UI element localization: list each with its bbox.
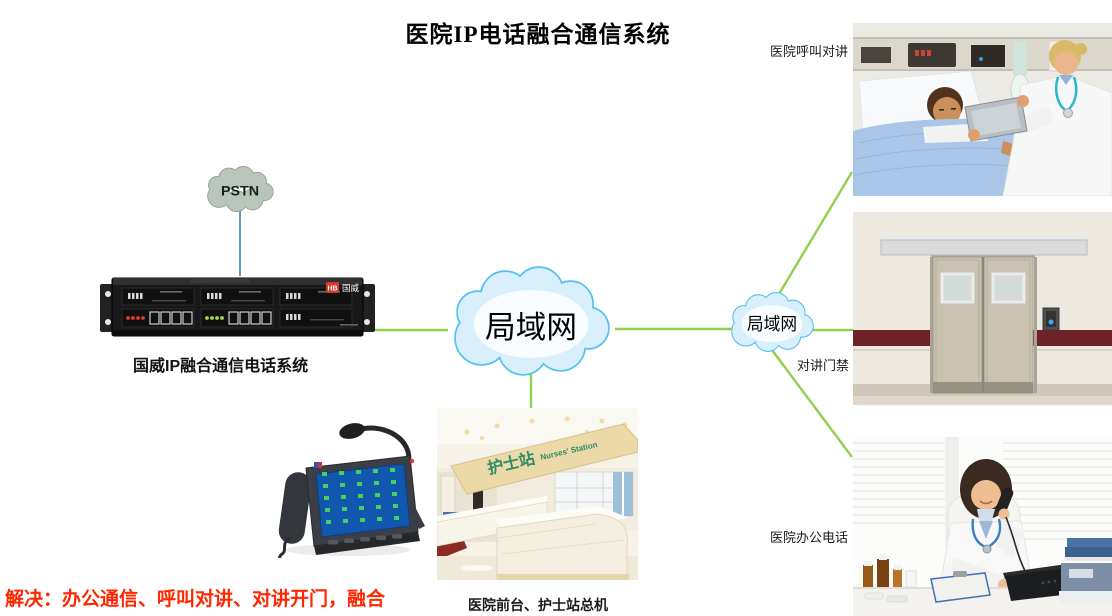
label-ward-intercom: 医院呼叫对讲 bbox=[770, 44, 849, 59]
solution-text: 解决：办公通信、呼叫对讲、对讲开门，融合 bbox=[5, 589, 386, 610]
lan-cloud-right: 局域网 bbox=[731, 292, 814, 352]
photo-ward-intercom bbox=[853, 23, 1112, 196]
door-left bbox=[932, 256, 983, 394]
label-office-phone: 医院办公电话 bbox=[770, 530, 849, 545]
person-silhouette bbox=[473, 486, 483, 513]
pbx-brand-logo: HB 国威 bbox=[326, 282, 360, 326]
window-blinds bbox=[853, 442, 1112, 540]
photo-nurse-station: 护士站 Nurses' Station bbox=[437, 408, 638, 580]
phone-handset bbox=[278, 472, 312, 544]
door-header bbox=[880, 239, 1088, 256]
pstn-label: PSTN bbox=[221, 183, 259, 199]
pbx-modules-bottom bbox=[121, 308, 353, 328]
doctor-face bbox=[1054, 51, 1078, 75]
mic-capsule bbox=[339, 423, 365, 439]
photo-office-phone bbox=[853, 437, 1112, 616]
photo-door-access bbox=[853, 212, 1112, 405]
ip-intercom-phone bbox=[278, 423, 425, 558]
handset bbox=[996, 487, 1014, 514]
pbx-modules-top bbox=[121, 287, 353, 306]
pbx-logo-text: HB bbox=[327, 286, 337, 293]
patient-face bbox=[933, 97, 961, 125]
lan-main-label: 局域网 bbox=[485, 310, 577, 345]
access-control-panel bbox=[1042, 307, 1060, 331]
label-front-desk: 医院前台、护士站总机 bbox=[468, 597, 608, 613]
lan-cloud-main: 局域网 bbox=[454, 266, 610, 376]
pbx-device: HB 国威 bbox=[100, 277, 375, 337]
medicine-bottles bbox=[863, 554, 917, 603]
pbx-brand-text: 国威 bbox=[342, 283, 360, 293]
page-title: 医院IP电话融合通信系统 bbox=[405, 22, 671, 47]
lan-right-label: 局域网 bbox=[747, 315, 797, 334]
door-right bbox=[983, 256, 1034, 394]
pstn-cloud: PSTN bbox=[207, 166, 274, 212]
phone-screen bbox=[315, 463, 411, 538]
phone-buttons bbox=[328, 534, 402, 545]
handset-coil-cord bbox=[278, 536, 291, 558]
station-sign-board bbox=[450, 423, 638, 495]
line-lan2-to-ward bbox=[774, 171, 854, 300]
screen-contact-grid bbox=[322, 468, 399, 524]
books bbox=[1059, 538, 1112, 603]
status-led bbox=[409, 458, 415, 464]
pbx-caption: 国威IP融合通信电话系统 bbox=[133, 358, 309, 375]
handset-cord bbox=[1005, 516, 1027, 574]
desk-phone bbox=[1005, 568, 1071, 601]
doctor2-face bbox=[971, 480, 1001, 510]
kickstand bbox=[408, 501, 425, 529]
label-door-access: 对讲门禁 bbox=[797, 358, 850, 373]
